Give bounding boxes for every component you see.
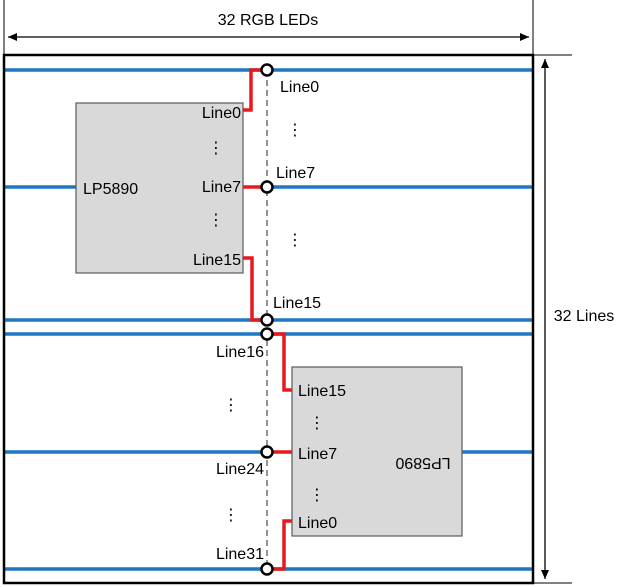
top-chip-ellipsis-1: ⋮ (208, 140, 224, 157)
top-chip-line15-connection (243, 256, 267, 322)
bottom-chip-ellipsis-2: ⋮ (309, 487, 325, 504)
top-chip-line0-connection (243, 68, 267, 112)
lower-ellipsis-2: ⋮ (223, 507, 239, 524)
lower-ellipsis-1: ⋮ (223, 397, 239, 414)
bottom-chip-ellipsis-1: ⋮ (309, 415, 325, 432)
panel-frame (2, 53, 535, 585)
upper-ellipsis-2: ⋮ (287, 232, 303, 249)
upper-ellipsis-1: ⋮ (287, 122, 303, 139)
bottom-chip-pin-line0: Line0 (298, 515, 337, 532)
label-line0: Line0 (280, 79, 319, 96)
top-chip-pin-line15: Line15 (193, 252, 241, 269)
junction-line24 (260, 445, 274, 459)
label-line15: Line15 (273, 295, 321, 312)
junction-line7 (260, 180, 274, 194)
label-line7: Line7 (276, 165, 315, 182)
junction-line16 (260, 327, 274, 341)
bottom-chip-pin-line15: Line15 (298, 383, 346, 400)
junction-line31 (260, 562, 274, 576)
height-dimension-label: 32 Lines (554, 308, 615, 325)
bottom-chip-line15-connection (267, 332, 292, 392)
bottom-chip-name: LP5890 (395, 454, 450, 471)
bottom-chip-line0-connection (267, 519, 292, 571)
junction-line15 (260, 313, 274, 327)
label-line16: Line16 (216, 344, 264, 361)
label-line31: Line31 (216, 546, 264, 563)
junction-line0 (260, 63, 274, 77)
top-lp5890-chip (75, 102, 244, 274)
top-chip-pin-line7: Line7 (202, 179, 241, 196)
top-chip-ellipsis-2: ⋮ (208, 212, 224, 229)
bottom-chip-pin-line7: Line7 (298, 446, 337, 463)
label-line24: Line24 (216, 461, 264, 478)
top-chip-pin-line0: Line0 (202, 105, 241, 122)
width-dimension-label: 32 RGB LEDs (218, 12, 318, 29)
top-chip-name: LP5890 (83, 181, 138, 198)
